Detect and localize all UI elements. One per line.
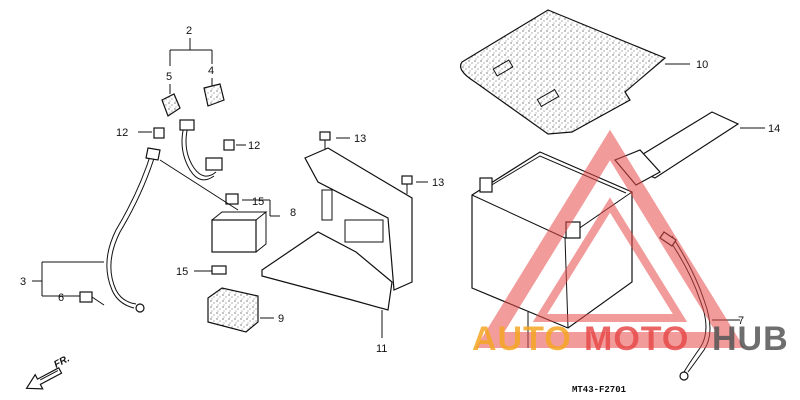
callout-13b: 13	[432, 177, 444, 189]
callout-5: 5	[166, 71, 172, 83]
bolt-6-part	[79, 291, 105, 306]
callout-2: 2	[186, 25, 192, 37]
battery-holder-part	[261, 147, 413, 338]
bolt-12b-part	[223, 139, 246, 151]
front-direction-label: FR.	[52, 353, 71, 370]
callout-6: 6	[58, 292, 64, 304]
callout-11: 11	[376, 343, 387, 355]
watermark-logo	[475, 129, 745, 348]
callout-14: 14	[768, 123, 780, 135]
svg-text:HUB: HUB	[712, 320, 789, 358]
drawing-code: MT43-F2701	[572, 385, 627, 395]
relay-cover-part	[207, 287, 274, 333]
callout-13a: 13	[354, 133, 366, 145]
bolt-13a-part	[319, 131, 350, 150]
callout-3: 3	[20, 276, 26, 288]
callout-10: 10	[696, 59, 708, 71]
svg-text:AUTO: AUTO	[472, 320, 572, 358]
callout-12a: 12	[116, 127, 128, 139]
callout-15a: 15	[252, 196, 264, 208]
front-direction-arrow-icon	[25, 367, 63, 390]
bolt-13b-part	[401, 175, 428, 194]
starter-relay-part	[194, 193, 280, 275]
callout-7: 7	[738, 315, 744, 327]
svg-text:MOTO: MOTO	[584, 320, 689, 358]
callout-8: 8	[290, 207, 296, 219]
positive-cable-part	[161, 38, 225, 181]
battery-cable-part	[32, 147, 239, 313]
watermark-wordmark: AUTO MOTO HUB	[472, 320, 789, 358]
callout-12b: 12	[248, 140, 260, 152]
callout-4: 4	[208, 65, 214, 77]
callout-15b: 15	[176, 266, 188, 278]
battery-mat-part	[459, 9, 690, 135]
battery-band-part	[614, 111, 765, 186]
bolt-12a-part	[138, 127, 165, 139]
callout-9: 9	[278, 313, 284, 325]
